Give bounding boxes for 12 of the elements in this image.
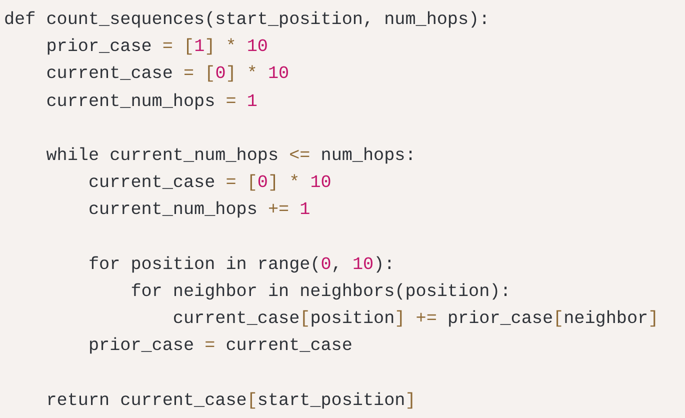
code-line: current_case = [0] * 10 xyxy=(87,172,332,194)
code-line: current_case[position] += prior_case[neighbor] xyxy=(172,308,659,330)
code-line: while current_num_hops <= num_hops: xyxy=(45,145,416,167)
code-line: for position in range(0, 10): xyxy=(87,254,395,276)
code-line: current_num_hops += 1 xyxy=(87,199,310,222)
code-line: prior_case = current_case xyxy=(87,335,352,358)
code-line: prior_case = [1] * 10 xyxy=(45,36,268,58)
code-line: def count_sequences(start_position, num_hops): xyxy=(4,9,490,31)
code-line: for neighbor in neighbors(position): xyxy=(130,281,511,303)
code-line: current_case = [0] * 10 xyxy=(45,63,290,86)
code-line: return current_case[start_position] xyxy=(45,390,416,412)
code-line: current_num_hops = 1 xyxy=(45,90,258,113)
